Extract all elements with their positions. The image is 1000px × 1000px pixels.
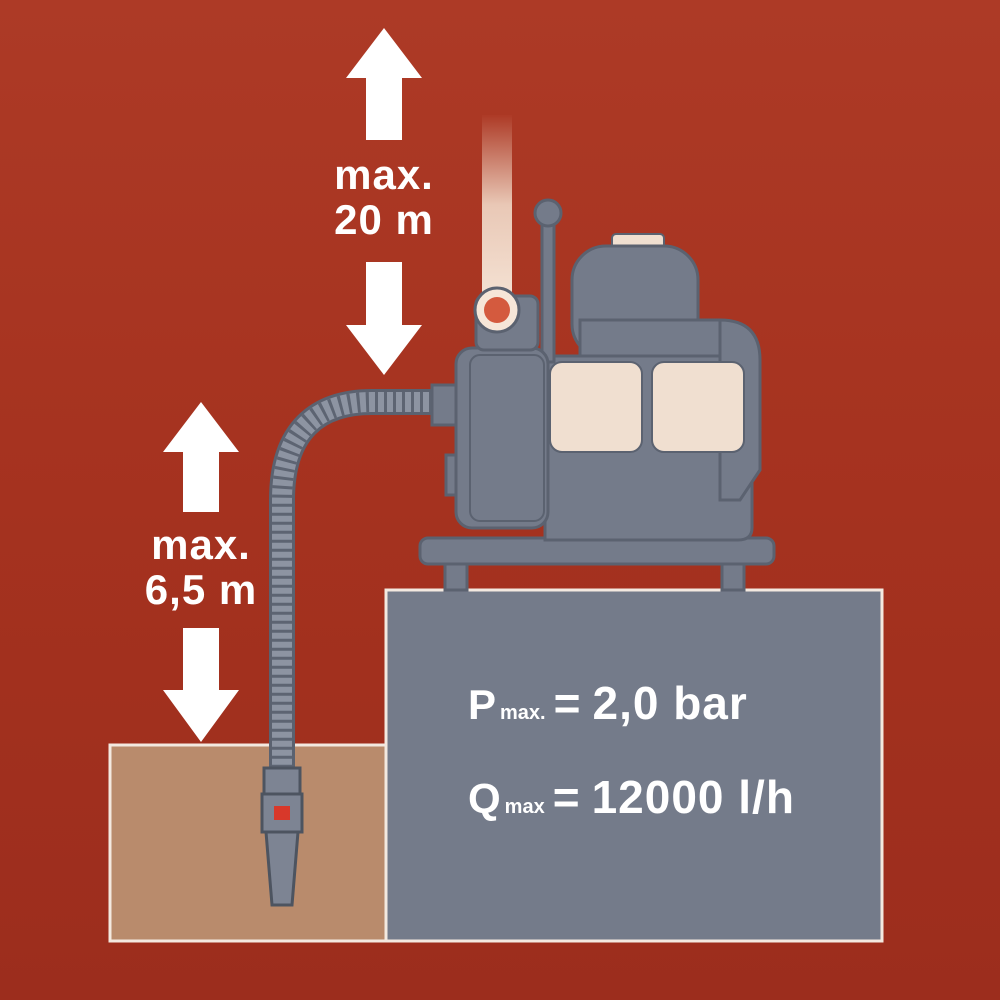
suction-height-line2: 6,5 m: [144, 566, 258, 614]
discharge-height-arrows: [346, 28, 422, 375]
down-arrow-icon: [163, 628, 239, 742]
foot-valve: [260, 766, 304, 907]
suction-height-line1: max.: [151, 521, 251, 568]
discharge-height-line1: max.: [334, 151, 434, 198]
pressure-equals: =: [553, 677, 581, 729]
discharge-height-line2: 20 m: [334, 196, 434, 244]
up-arrow-icon: [163, 402, 239, 512]
water-tank: [108, 743, 388, 943]
pressure-value: 2,0 bar: [592, 677, 748, 729]
flow-subscript: max: [504, 796, 545, 818]
engine-panel-right: [651, 361, 745, 453]
pressure-symbol: P: [468, 681, 497, 728]
suction-height-arrows: [163, 402, 239, 742]
discharge-height-label: max. 20 m: [316, 152, 452, 243]
down-arrow-icon: [346, 262, 422, 375]
engine-panel-left: [549, 361, 643, 453]
exhaust-pipe: [533, 198, 563, 364]
pump-base-frame: [418, 536, 776, 592]
up-arrow-icon: [346, 28, 422, 140]
flow-symbol: Q: [468, 775, 501, 822]
suction-hose: [269, 389, 432, 768]
outlet-pipe: [473, 115, 521, 334]
engine: [543, 233, 762, 542]
pressure-subscript: max.: [500, 702, 546, 724]
pedestal-block: [384, 588, 884, 943]
suction-height-label: max. 6,5 m: [118, 522, 284, 613]
flow-value: 12000 l/h: [591, 771, 795, 823]
flow-equals: =: [552, 771, 580, 823]
